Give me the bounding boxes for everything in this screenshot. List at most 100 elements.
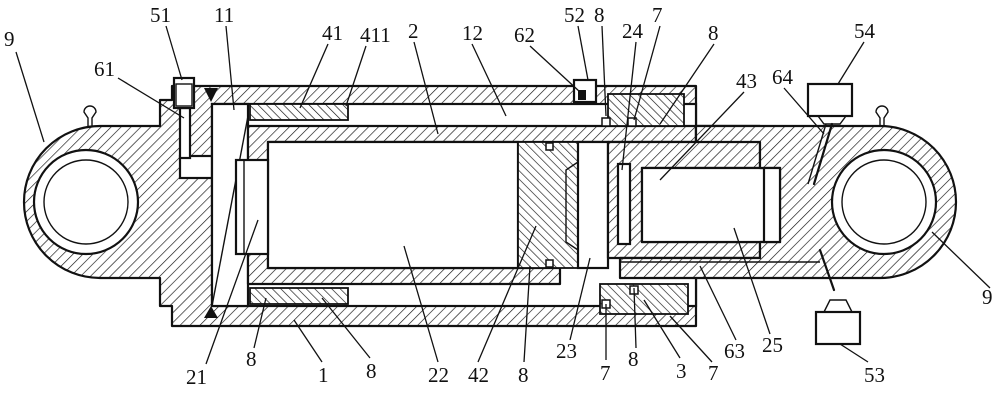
leader-8-top-a — [601, 25, 607, 117]
leader-8-bot-a — [253, 297, 267, 349]
leader-8-bot-d — [633, 287, 637, 349]
left-eye-inner-ring — [43, 159, 129, 245]
left-port-channel — [178, 106, 192, 160]
leader-62 — [529, 45, 581, 93]
leader-43 — [659, 91, 745, 181]
channel-64-inner — [807, 123, 827, 185]
leader-7-top — [633, 25, 661, 121]
leader-8-top-b — [659, 43, 715, 125]
label-23: 23 — [556, 339, 577, 363]
rod-gland-3-bottom — [599, 283, 689, 315]
leader-7-bot-b — [669, 315, 713, 363]
label-8-top-a: 8 — [594, 3, 605, 27]
label-1: 1 — [318, 363, 329, 387]
leader-23 — [569, 257, 591, 341]
label-21: 21 — [186, 365, 207, 389]
label-8-top-b: 8 — [708, 21, 719, 45]
leader-9-right — [931, 231, 991, 289]
piston-seal-bottom — [545, 259, 554, 268]
leader-53 — [839, 343, 869, 363]
leader-64 — [783, 87, 825, 135]
label-25: 25 — [762, 333, 783, 357]
inner-tube-bore-22 — [266, 140, 520, 270]
leader-63 — [699, 265, 737, 341]
leader-3 — [643, 299, 681, 359]
channel-63-angled — [818, 248, 836, 292]
label-2: 2 — [408, 19, 419, 43]
valve-54-neck — [817, 115, 847, 125]
leader-11 — [225, 25, 235, 111]
label-53: 53 — [864, 363, 885, 387]
leader-22 — [403, 245, 439, 363]
label-8-bot-b: 8 — [366, 359, 377, 383]
label-54: 54 — [854, 19, 876, 43]
leader-21 — [205, 219, 259, 365]
piston-seal-top — [545, 142, 554, 151]
valve-53-neck — [823, 299, 853, 313]
label-8-bot-c: 8 — [518, 363, 529, 387]
valve-52-plug — [578, 90, 586, 100]
leader-8-bot-c — [523, 265, 531, 363]
label-8-bot-a: 8 — [246, 347, 257, 371]
piston-42 — [517, 141, 579, 269]
label-411: 411 — [360, 23, 391, 47]
leader-25 — [733, 227, 771, 335]
label-3: 3 — [676, 359, 687, 383]
valve-53-body — [814, 310, 862, 346]
label-43: 43 — [736, 69, 757, 93]
label-8-bot-d: 8 — [628, 347, 639, 371]
leader-61 — [117, 77, 185, 119]
label-7-bot-a: 7 — [600, 361, 611, 385]
valve-54-body — [806, 82, 854, 118]
rod-inner-chamber-24 — [616, 162, 632, 246]
weld-bottom-left — [204, 306, 218, 318]
right-eye-inner-ring — [841, 159, 927, 245]
left-cap-cavity — [178, 154, 214, 180]
gland-seal-top-a — [601, 117, 611, 127]
gland-seal-top-b — [627, 117, 637, 127]
right-grease-nipple — [875, 105, 889, 126]
rod-end-flange-left — [234, 158, 270, 256]
label-7-bot-b: 7 — [708, 361, 719, 385]
label-63: 63 — [724, 339, 745, 363]
leader-12 — [471, 43, 507, 117]
leader-9-left — [15, 51, 45, 143]
reference-numerals: 9 51 11 61 41 411 2 12 62 52 8 24 7 8 43… — [4, 3, 993, 389]
leader-8-bot-b — [321, 297, 371, 359]
label-61: 61 — [94, 57, 115, 81]
right-eye-end — [572, 78, 958, 346]
label-64: 64 — [772, 65, 794, 89]
label-22: 22 — [428, 363, 449, 387]
right-cavity-25 — [762, 166, 782, 244]
leader-1 — [293, 319, 323, 363]
label-24: 24 — [622, 19, 644, 43]
left-eye-outer-ring — [32, 148, 140, 256]
label-12: 12 — [462, 21, 483, 45]
label-62: 62 — [514, 23, 535, 47]
leader-42 — [477, 225, 537, 363]
left-grease-nipple — [83, 105, 97, 126]
label-52: 52 — [564, 3, 585, 27]
leader-52 — [577, 25, 589, 81]
leader-41 — [299, 43, 329, 109]
leader-lines — [15, 25, 991, 365]
label-51: 51 — [150, 3, 171, 27]
guide-sleeve-41-top — [249, 103, 349, 121]
label-11: 11 — [214, 3, 234, 27]
rod-cavity-25 — [640, 166, 770, 244]
rod-gland-3-top — [607, 93, 685, 127]
label-7-top: 7 — [652, 3, 663, 27]
valve-51-cap — [175, 83, 193, 107]
chamber-23 — [576, 140, 610, 270]
chamber-21-divider — [211, 115, 249, 307]
channel-64 — [812, 122, 834, 186]
leader-51 — [165, 25, 183, 81]
label-41: 41 — [322, 21, 343, 45]
label-9-left: 9 — [4, 27, 15, 51]
valve-51-body — [172, 76, 196, 110]
leader-54 — [837, 41, 865, 85]
weld-top-left — [204, 88, 218, 102]
label-42: 42 — [468, 363, 489, 387]
right-eye-outer-ring — [830, 148, 938, 256]
leader-411 — [345, 45, 367, 107]
